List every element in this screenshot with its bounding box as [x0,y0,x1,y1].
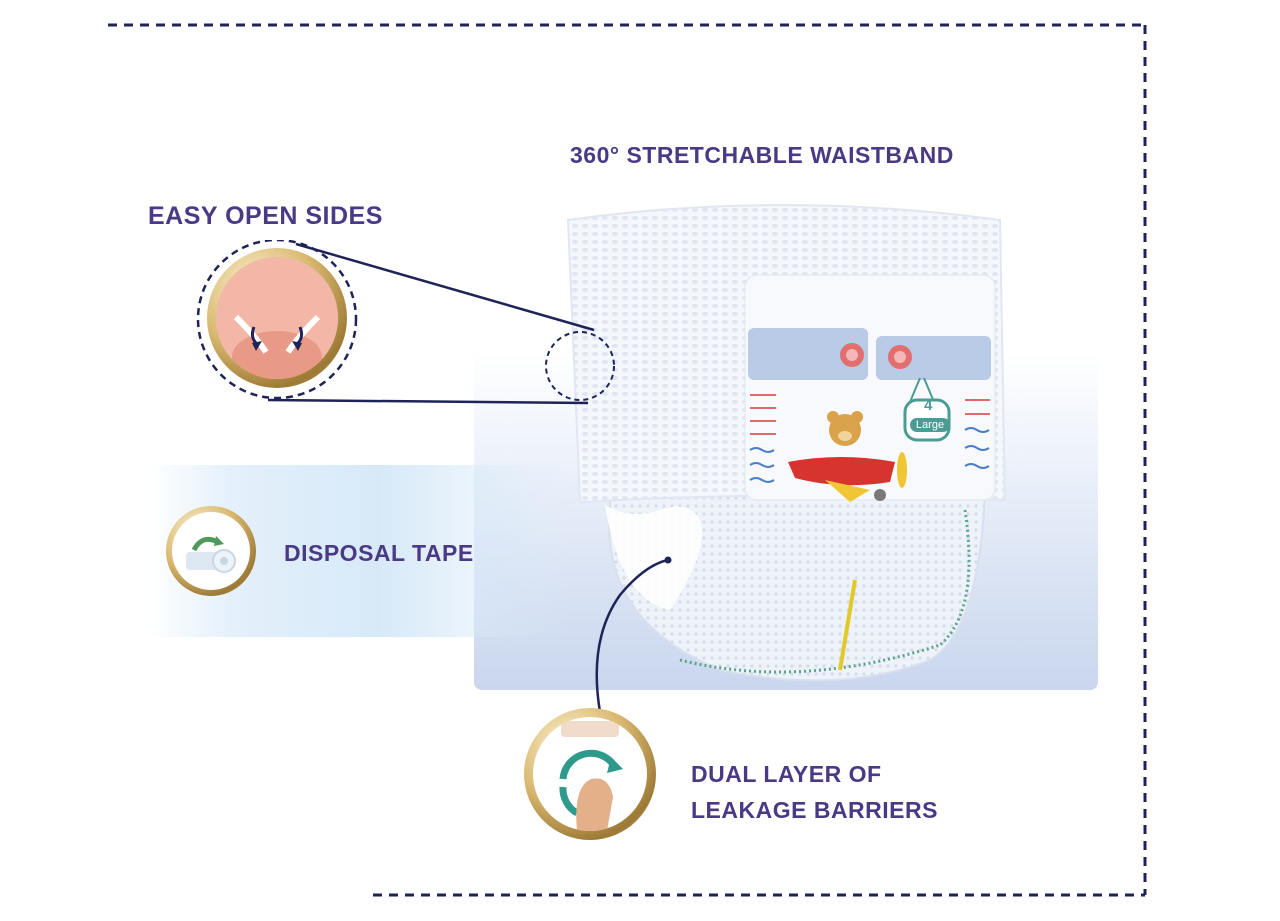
easy-open-image [216,257,338,379]
easy-open-medallion [207,248,347,388]
leakage-label-line2: LEAKAGE BARRIERS [691,797,938,823]
tape-roll-icon [186,536,236,573]
diaper-illustration [566,204,1007,682]
size-number: 4 [924,397,933,414]
finger-press-icon [559,721,623,831]
leakage-barrier-medallion [524,708,656,840]
disposal-tape-medallion [166,506,256,596]
easy-open-label: EASY OPEN SIDES [148,202,383,230]
easy-open-dashed-ring [196,240,358,400]
leakage-label-line1: DUAL LAYER OF [691,761,882,787]
waistband-label: 360° STRETCHABLE WAISTBAND [570,142,954,168]
size-name: Large [910,418,950,432]
leakage-barrier-image [533,717,647,831]
disposal-tape-label: DISPOSAL TAPE [284,540,474,566]
easy-open-icon [216,257,338,379]
disposal-tape-image [172,512,250,590]
